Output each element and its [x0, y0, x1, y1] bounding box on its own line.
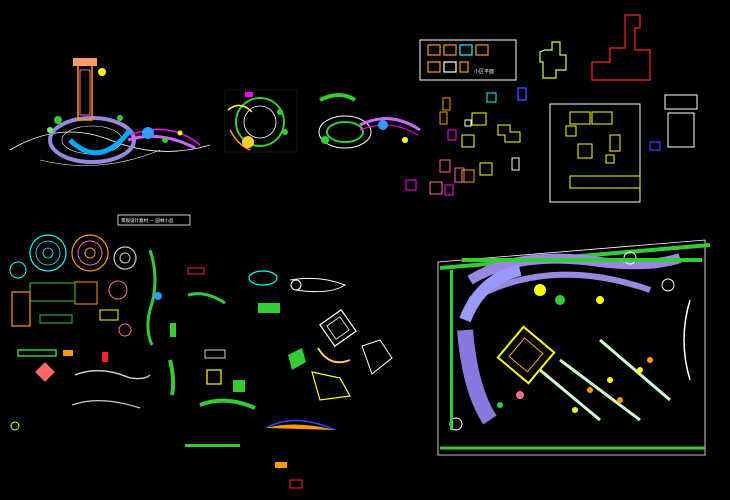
paving-pattern-symbols	[9, 234, 137, 337]
waterfront-plaza-plan	[318, 93, 421, 149]
symbol-library-heading: 景观设计素材 — 园林小品	[121, 217, 174, 224]
side-building-elevations	[649, 94, 698, 151]
pavilion-and-bench-symbols	[10, 349, 151, 431]
title-block	[419, 39, 517, 81]
building-footprint-red	[591, 14, 651, 81]
title-block-label: 小区平面	[474, 68, 494, 75]
heading-block	[117, 214, 191, 226]
planting-symbols	[146, 249, 176, 396]
scattered-building-blocks	[405, 87, 527, 196]
building-footprint-yellow	[539, 41, 567, 79]
apartment-block-frame	[549, 103, 641, 203]
gazebo-and-pergola-plans	[204, 309, 393, 401]
round-plaza-plan	[224, 89, 298, 153]
resort-site-plan	[9, 58, 211, 166]
residential-landscape-plan	[437, 239, 711, 456]
site-fragment-symbols	[185, 267, 347, 489]
